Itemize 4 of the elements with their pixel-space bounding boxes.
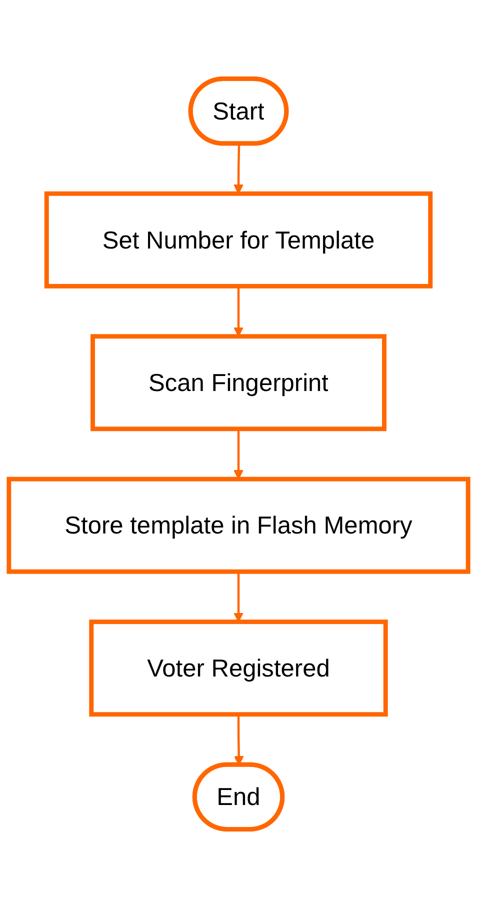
- node-box: Store template in Flash Memory: [6, 476, 470, 574]
- node-box: Scan Fingerprint: [90, 334, 386, 432]
- node-box: Set Number for Template: [44, 191, 433, 288]
- node-box: Voter Registered: [89, 620, 388, 717]
